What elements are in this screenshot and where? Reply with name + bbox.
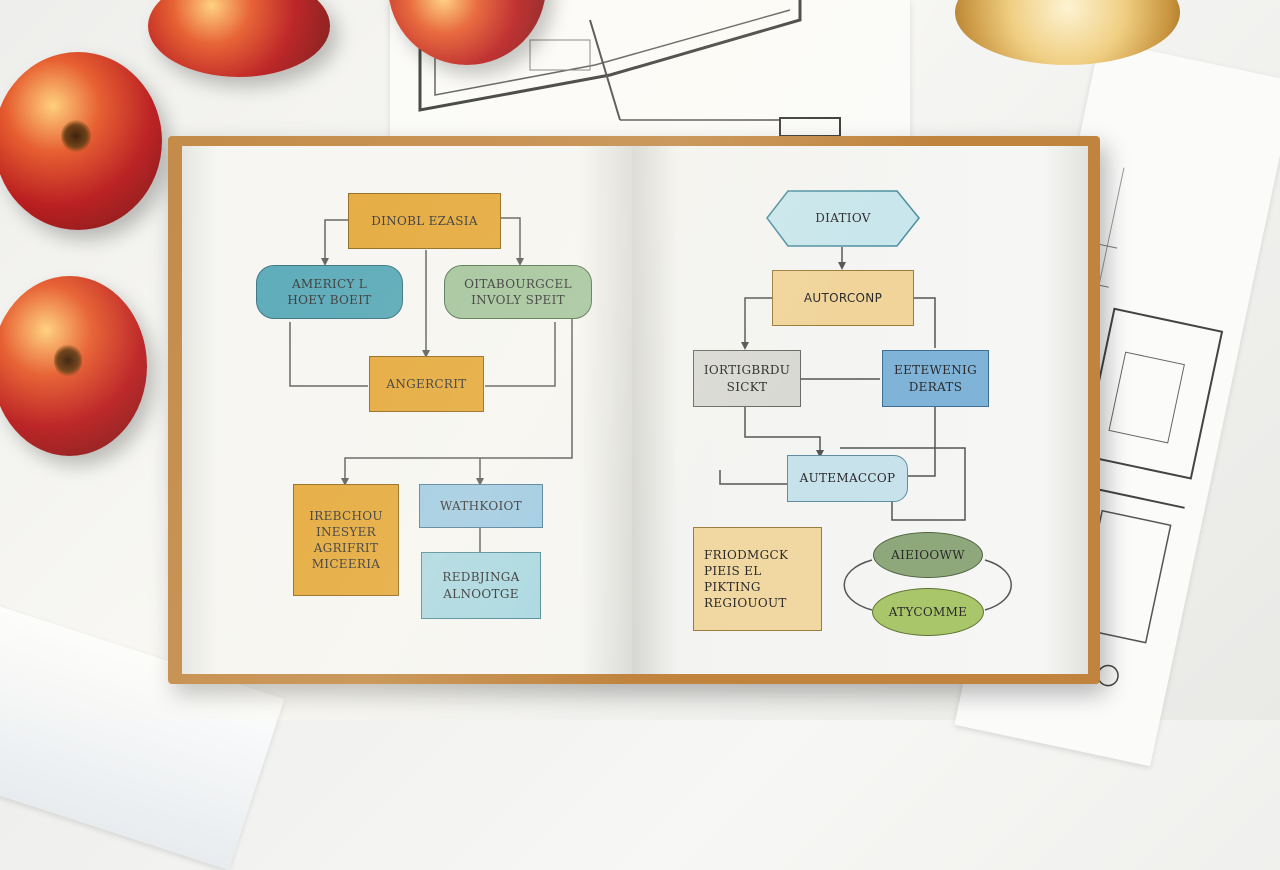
node-label-line: ALNOOTGE	[443, 586, 519, 601]
node-label: AUTEMACCOP	[799, 471, 896, 486]
node-label-line: AMERICY L	[291, 276, 368, 291]
node-right-top-box: AUTORCONP	[772, 270, 914, 326]
node-label-line: MICEERIA	[311, 557, 381, 572]
node-teal-pill: AMERICY L HOEY BOEIT	[256, 265, 403, 319]
node-label-line: IORTIGBRDU	[703, 363, 791, 378]
node-label-line: AGRIFRIT	[313, 541, 379, 555]
apple-stem	[61, 119, 92, 152]
node-label: ANGERCRIT	[386, 376, 467, 391]
node-hexagon: DIATIOV	[767, 191, 919, 246]
node-label-line: PIKTING	[704, 580, 761, 594]
apple-left-upper	[0, 52, 162, 230]
node-peach-box: FRIODMGCK PIEIS EL PIKTING REGIOUOUT	[693, 527, 822, 631]
apple-stem	[54, 344, 82, 377]
node-ellipse-bottom: ATYCOMME	[872, 588, 984, 636]
node-orange-tall: IREBCHOU INESYER AGRIFRIT MICEERIA	[293, 484, 399, 596]
node-label-line: DERATS	[908, 379, 963, 394]
node-top-box: DINOBL EZASIA	[348, 193, 501, 249]
node-label-line: SICKT	[726, 379, 768, 394]
node-green-pill: OITABOURGCEL INVOLY SPEIT	[444, 265, 592, 319]
node-pale-box: AUTEMACCOP	[787, 455, 908, 502]
node-label-line: REGIOUOUT	[704, 596, 787, 611]
apple-left-lower	[0, 276, 147, 456]
node-label-line: PIEIS EL	[704, 563, 762, 578]
node-label-line: INESYER	[315, 524, 377, 539]
node-label-line: EETEWENIG	[894, 363, 977, 378]
node-label: DINOBL EZASIA	[371, 213, 478, 228]
node-label: WATHKOIOT	[440, 498, 522, 513]
node-label-line: HOEY BOEIT	[287, 293, 372, 307]
node-label: AIEIOOWW	[891, 547, 965, 562]
node-label-line: OITABOURGCEL	[464, 276, 572, 291]
node-label: DIATIOV	[815, 211, 871, 226]
node-label-line: REDBJINGA	[442, 570, 520, 585]
node-label: ATYCOMME	[888, 604, 968, 619]
node-label-line: FRIODMGCK	[704, 547, 789, 562]
node-blue-box: WATHKOIOT	[419, 484, 543, 528]
node-lightblue-box: REDBJINGA ALNOOTGE	[421, 552, 541, 619]
node-label-line: INVOLY SPEIT	[471, 293, 565, 307]
node-label: AUTORCONP	[803, 290, 883, 305]
node-steel-box: EETEWENIG DERATS	[882, 350, 989, 407]
node-gray-box: IORTIGBRDU SICKT	[693, 350, 801, 407]
node-center-box: ANGERCRIT	[369, 356, 484, 412]
arrowheads	[321, 258, 846, 486]
flowchart-connectors	[289, 217, 1012, 611]
node-ellipse-top: AIEIOOWW	[873, 532, 983, 578]
node-label-line: IREBCHOU	[309, 508, 383, 523]
